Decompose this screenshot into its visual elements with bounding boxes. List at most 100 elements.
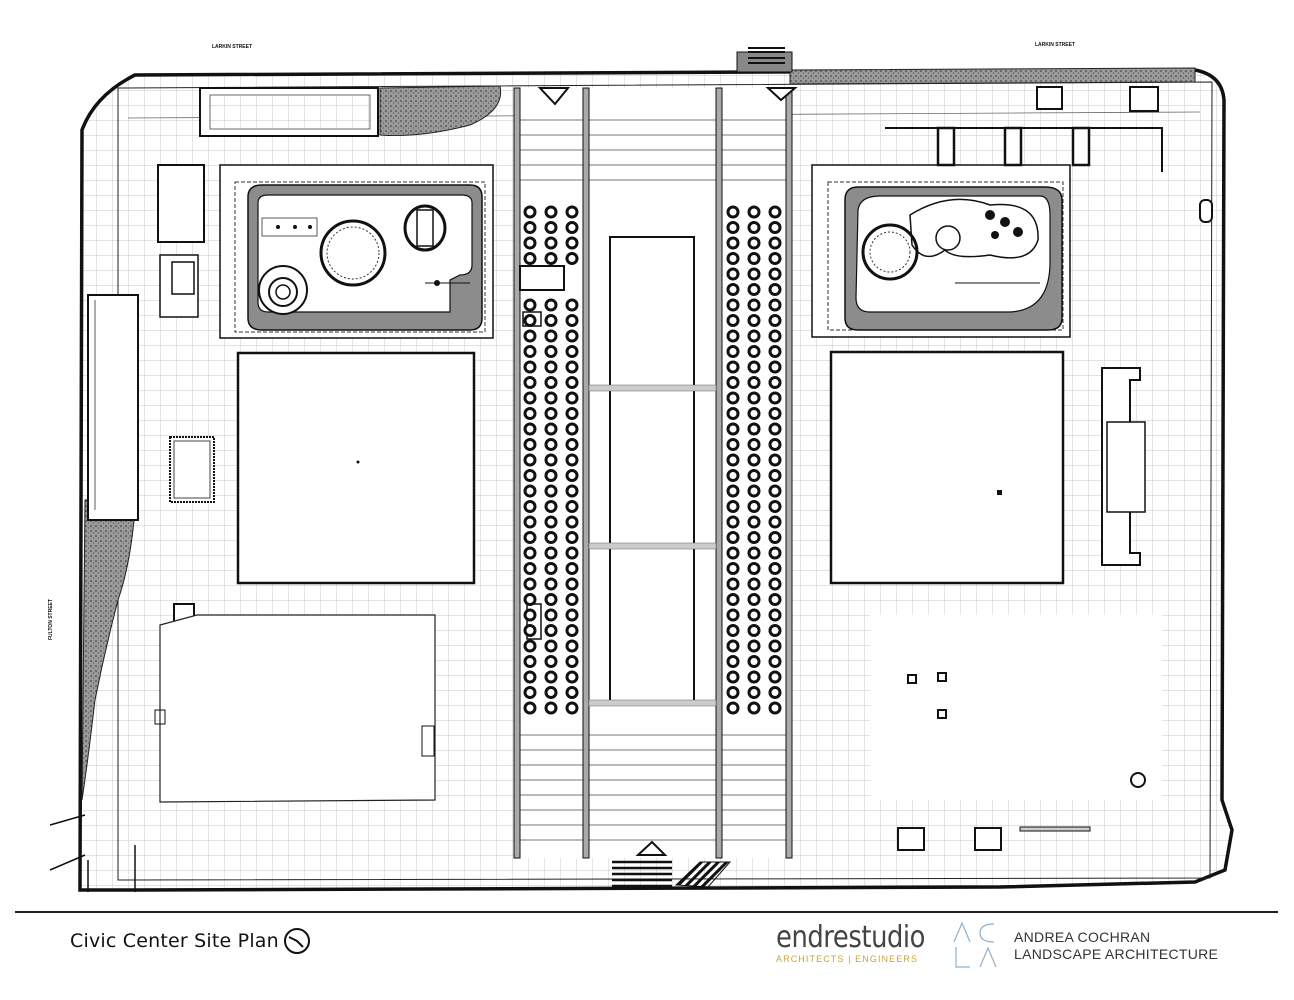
tree-mark — [523, 407, 537, 420]
tree-mark — [768, 376, 782, 389]
tree-mark — [726, 639, 740, 653]
tree-mark — [768, 391, 782, 405]
tree-mark — [768, 608, 782, 622]
tree-mark — [768, 655, 782, 668]
tree-mark — [747, 670, 761, 684]
tree-mark — [768, 624, 782, 637]
tree-mark — [544, 531, 558, 544]
tree-mark — [747, 484, 761, 498]
tree-mark — [768, 407, 782, 420]
tree-mark — [565, 252, 579, 265]
tree-mark — [544, 670, 558, 684]
tree-mark — [726, 314, 740, 327]
tree-mark — [747, 577, 761, 591]
tree-mark — [747, 360, 761, 374]
tree-mark — [747, 267, 761, 281]
tree-mark — [726, 577, 740, 591]
tree-mark — [768, 469, 782, 482]
endrestudio-name: endrestudio — [776, 920, 926, 955]
tree-mark — [523, 670, 537, 684]
tree-mark — [523, 205, 537, 219]
street-label-top-right: LARKIN STREET — [1035, 42, 1075, 48]
tree-mark — [747, 453, 761, 467]
tree-mark — [565, 469, 579, 482]
tree-mark — [768, 484, 782, 498]
tree-mark — [523, 515, 537, 529]
tree-mark — [523, 639, 537, 653]
tree-mark — [726, 221, 740, 234]
tree-mark — [523, 376, 537, 389]
right-structures — [885, 86, 1213, 566]
tree-mark — [768, 453, 782, 467]
tree-mark — [544, 407, 558, 420]
tree-mark — [747, 205, 761, 219]
tree-mark — [523, 593, 537, 606]
street-label-top-left: LARKIN STREET — [212, 44, 252, 50]
tree-mark — [768, 283, 782, 296]
tree-mark — [747, 345, 761, 358]
tree-mark — [544, 608, 558, 622]
tree-mark — [726, 531, 740, 544]
tree-mark — [747, 407, 761, 420]
tree-mark — [565, 360, 579, 374]
tree-mark — [565, 453, 579, 467]
tree-mark — [523, 391, 537, 405]
tree-mark — [726, 252, 740, 265]
right-garden — [811, 164, 1071, 338]
tree-mark — [565, 577, 579, 591]
tree-mark — [523, 701, 537, 715]
tree-mark — [768, 438, 782, 451]
tree-mark — [523, 422, 537, 436]
tree-mark — [523, 453, 537, 467]
north-arrow-icon — [284, 928, 310, 954]
tree-mark — [565, 314, 579, 327]
tree-mark — [768, 701, 782, 715]
left-garden — [219, 164, 494, 339]
tree-mark — [768, 577, 782, 591]
tree-mark — [726, 298, 740, 312]
tree-mark — [768, 422, 782, 436]
tree-mark — [565, 407, 579, 420]
tree-mark — [747, 438, 761, 451]
tree-mark — [544, 205, 558, 219]
tree-mark — [565, 593, 579, 606]
tree-mark — [544, 298, 558, 312]
planting-areas — [81, 67, 1196, 801]
tree-mark — [565, 345, 579, 358]
acla-logo-icon — [953, 921, 997, 968]
tree-mark — [523, 314, 537, 327]
tree-mark — [544, 701, 558, 715]
tree-mark — [726, 593, 740, 606]
tree-mark — [768, 531, 782, 544]
tree-mark — [544, 314, 558, 327]
tree-mark — [747, 469, 761, 482]
endrestudio-logo: endrestudio ARCHITECTS | ENGINEERS — [776, 920, 949, 965]
tree-mark — [726, 407, 740, 420]
tree-mark — [523, 236, 537, 250]
tree-mark — [544, 515, 558, 529]
tree-mark — [523, 686, 537, 699]
tree-mark — [726, 562, 740, 575]
tree-mark — [747, 701, 761, 715]
tree-mark — [768, 593, 782, 606]
tree-mark — [726, 469, 740, 482]
tree-mark — [565, 221, 579, 234]
tree-mark — [726, 345, 740, 358]
tree-mark — [726, 546, 740, 560]
top-left-structure — [199, 87, 379, 137]
tree-mark — [523, 298, 537, 312]
tree-mark — [768, 546, 782, 560]
acla-name: ANDREA COCHRAN LANDSCAPE ARCHITECTURE — [1014, 929, 1218, 963]
tree-mark — [523, 577, 537, 591]
tree-mark — [747, 562, 761, 575]
tree-mark — [523, 360, 537, 374]
tree-mark — [544, 252, 558, 265]
tree-mark — [747, 376, 761, 389]
tree-mark — [565, 484, 579, 498]
tree-mark — [565, 422, 579, 436]
tree-mark — [726, 438, 740, 451]
tree-mark — [565, 500, 579, 513]
tree-mark — [544, 593, 558, 606]
tree-mark — [544, 546, 558, 560]
tree-mark — [544, 624, 558, 637]
